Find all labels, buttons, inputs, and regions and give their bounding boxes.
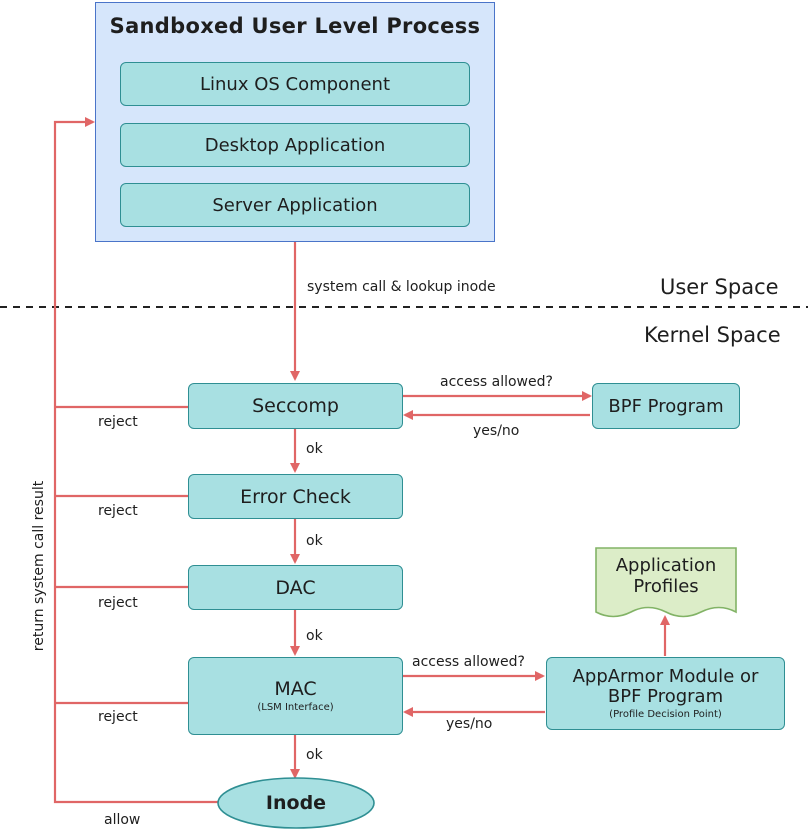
apparmor-box: AppArmor Module or BPF Program (Profile … (546, 657, 785, 730)
seccomp-box: Seccomp (188, 383, 403, 429)
mac-box: MAC (LSM Interface) (188, 657, 403, 735)
apparmor-title-line2: BPF Program (607, 686, 724, 708)
reject-label-mac: reject (98, 709, 138, 725)
reject-label-error: reject (98, 503, 138, 519)
apparmor-subtitle: (Profile Decision Point) (609, 708, 722, 720)
desktop-application-box: Desktop Application (120, 123, 470, 167)
profiles-line1: Application (615, 555, 717, 577)
application-profiles-label: Application Profiles (596, 552, 736, 602)
ok-label-1: ok (306, 441, 323, 457)
mac-subtitle: (LSM Interface) (257, 701, 334, 713)
syscall-label: system call & lookup inode (307, 279, 496, 295)
user-space-label: User Space (660, 275, 779, 299)
server-application-box: Server Application (120, 183, 470, 227)
yes-no-label-2: yes/no (446, 716, 493, 732)
kernel-space-label: Kernel Space (644, 323, 781, 347)
ok-label-2: ok (306, 533, 323, 549)
sandbox-title: Sandboxed User Level Process (109, 14, 481, 38)
reject-label-seccomp: reject (98, 414, 138, 430)
allow-label: allow (104, 812, 141, 828)
bpf-program-box: BPF Program (592, 383, 740, 429)
yes-no-label-1: yes/no (473, 423, 520, 439)
profiles-document-shape (595, 547, 737, 618)
return-result-label: return system call result (31, 480, 47, 652)
dac-box: DAC (188, 565, 403, 610)
profiles-line2: Profiles (633, 576, 699, 597)
inode-ellipse (217, 777, 375, 829)
reject-label-dac: reject (98, 595, 138, 611)
inode-label: Inode (265, 792, 327, 814)
access-allowed-label-2: access allowed? (412, 654, 525, 670)
return-path-line (53, 117, 218, 804)
apparmor-title-line1: AppArmor Module or (572, 665, 759, 687)
ok-label-4: ok (306, 747, 323, 763)
linux-os-component-box: Linux OS Component (120, 62, 470, 106)
ok-label-3: ok (306, 628, 323, 644)
access-allowed-label-1: access allowed? (440, 374, 553, 390)
error-check-box: Error Check (188, 474, 403, 519)
mac-title: MAC (274, 677, 317, 700)
